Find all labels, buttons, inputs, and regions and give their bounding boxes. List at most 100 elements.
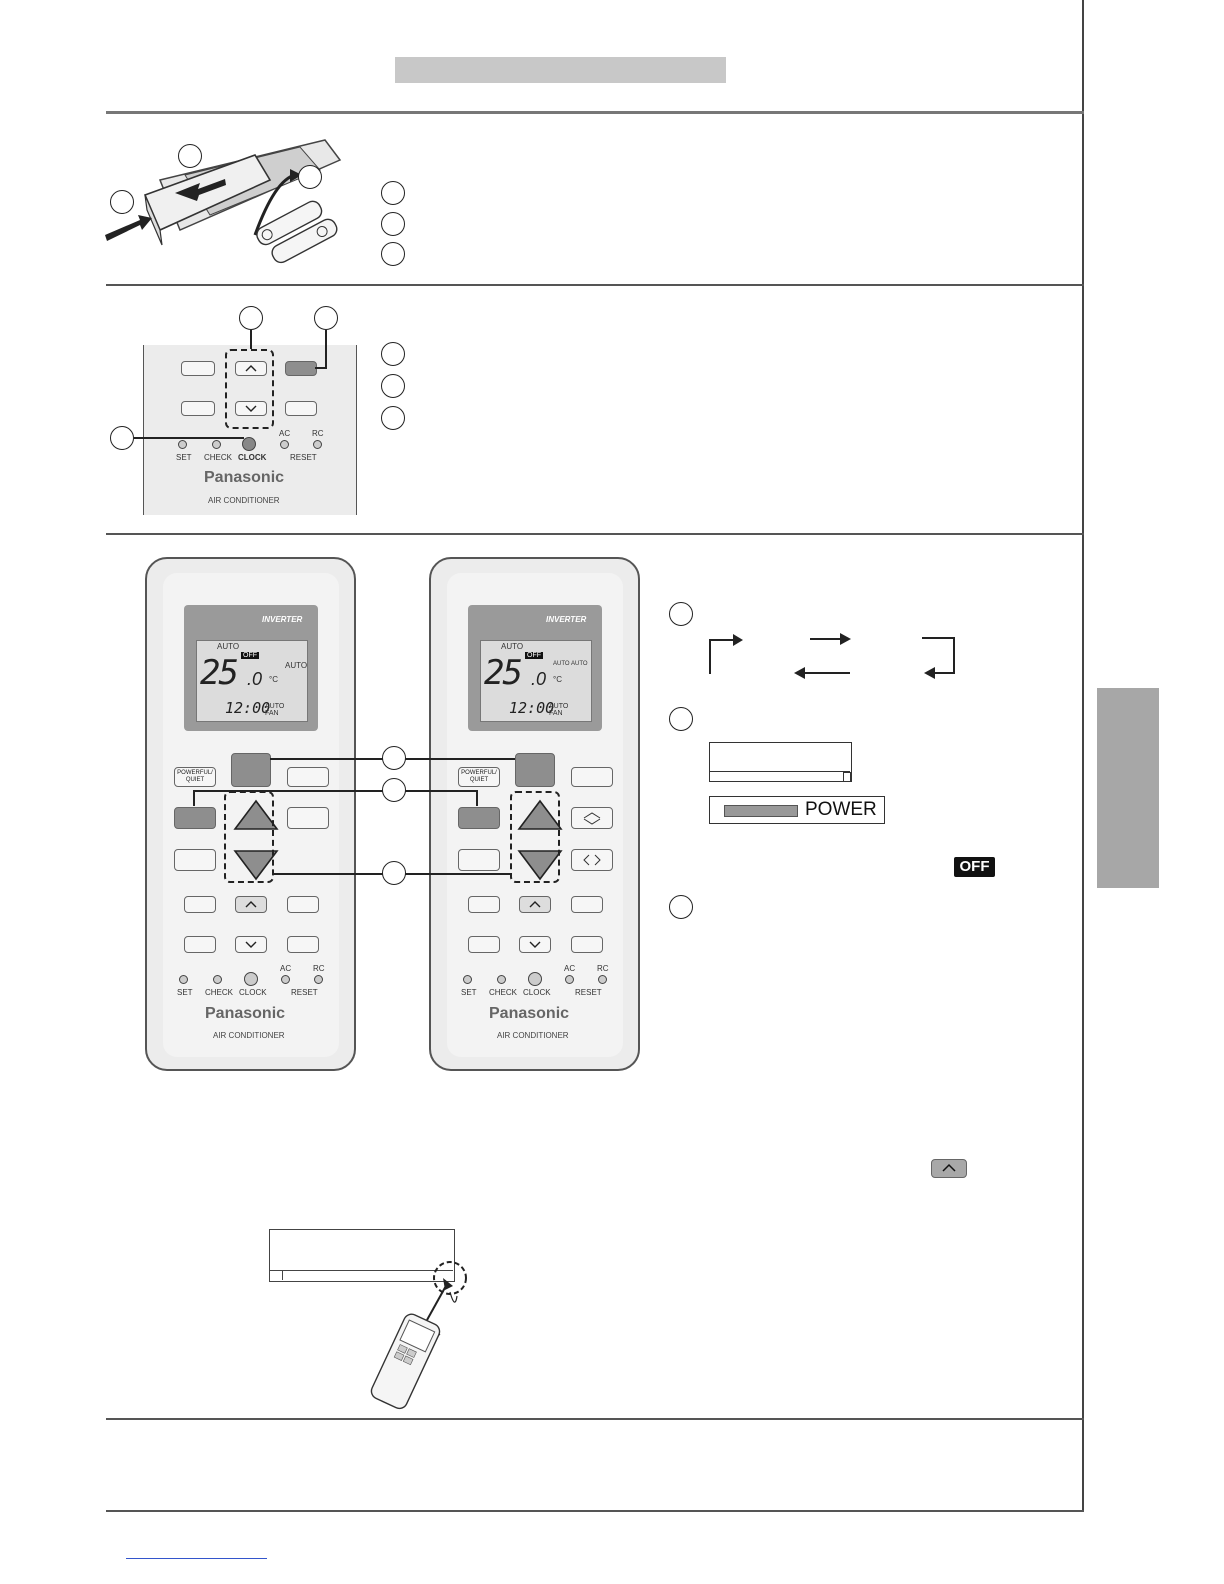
temp-arrows [233, 799, 279, 881]
timer-down-button[interactable] [519, 936, 551, 953]
powerful-quiet-button[interactable]: POWERFUL/ QUIET [174, 767, 216, 787]
set-button[interactable] [178, 440, 187, 449]
brand-subtitle: AIR CONDITIONER [208, 496, 280, 505]
highlight-temp-right [510, 791, 560, 883]
header-bar [395, 57, 726, 83]
triangle-up-icon[interactable] [233, 799, 279, 830]
power-indicator: POWER [709, 796, 885, 824]
lcd-screen: AUTO OFF 25 .0 °C AUTO 12:00 AUTO FAN [196, 640, 308, 722]
remote-button[interactable] [468, 936, 500, 953]
lcd-decimal: .0 [531, 669, 547, 689]
brand-subtitle: AIR CONDITIONER [213, 1031, 285, 1040]
highlight-up-down [225, 349, 274, 429]
powerful-quiet-label: POWERFUL/ QUIET [177, 770, 213, 783]
time-up-button[interactable] [235, 361, 267, 376]
callout-circle-b [314, 306, 338, 330]
set-button[interactable] [179, 975, 188, 984]
rc-label: RC [312, 429, 324, 438]
remote-button[interactable] [287, 936, 319, 953]
brand-logo: Panasonic [205, 1005, 286, 1022]
clock-button[interactable] [528, 972, 542, 986]
remote-button[interactable] [571, 767, 613, 787]
lcd-time: 12:00 [225, 699, 271, 717]
power-button[interactable] [231, 753, 271, 787]
ac-reset-button[interactable] [281, 975, 290, 984]
remote-button[interactable] [458, 849, 500, 871]
vertical-swing-button[interactable] [571, 807, 613, 829]
timer-up-button[interactable] [519, 896, 551, 913]
remote-button[interactable] [287, 767, 329, 787]
lcd-panel: INVERTER AUTO OFF 25 .0 °C AUTO AUTO 12:… [468, 605, 602, 731]
section-rule-top [106, 111, 1084, 114]
remote-button[interactable] [181, 401, 215, 416]
powerful-quiet-button[interactable]: POWERFUL/ QUIET [458, 767, 500, 787]
reset-label: RESET [291, 988, 318, 997]
horizontal-swing-button[interactable] [571, 849, 613, 871]
ac-label: AC [279, 429, 291, 438]
rc-reset-button[interactable] [314, 975, 323, 984]
power-button[interactable] [515, 753, 555, 787]
set-label: SET [176, 453, 192, 462]
callout-temp [382, 861, 406, 885]
step-circle-3c [669, 895, 693, 919]
lcd-off-badge: OFF [241, 652, 259, 659]
remote-button[interactable] [184, 896, 216, 913]
ac-reset-button[interactable] [565, 975, 574, 984]
battery-drawing [105, 139, 342, 264]
side-tab [1097, 688, 1159, 888]
set-time-button[interactable] [285, 361, 317, 376]
section-rule-3 [106, 1418, 1084, 1420]
lcd-temperature: 25 [484, 653, 523, 693]
remote-button[interactable] [174, 849, 216, 871]
triangle-down-icon[interactable] [517, 850, 563, 881]
indoor-unit-notch [282, 1270, 283, 1280]
lcd-off-badge: OFF [525, 652, 543, 659]
inline-up-button-icon [931, 1159, 967, 1178]
mode-button[interactable] [458, 807, 500, 829]
triangle-down-icon[interactable] [233, 850, 279, 881]
lcd-mode: AUTO [217, 642, 240, 651]
lcd-unit: °C [269, 675, 278, 684]
check-button[interactable] [497, 975, 506, 984]
check-label: CHECK [489, 988, 518, 997]
remote-button[interactable] [571, 896, 603, 913]
timer-down-button[interactable] [235, 936, 267, 953]
chevron-up-icon [245, 901, 257, 908]
check-button[interactable] [213, 975, 222, 984]
remote-button[interactable] [181, 361, 215, 376]
remote-control-left: INVERTER AUTO OFF 25 .0 °C AUTO 12:00 AU… [145, 557, 356, 1071]
chevron-down-icon [245, 405, 257, 412]
check-button[interactable] [212, 440, 221, 449]
brand-logo: Panasonic [489, 1005, 570, 1022]
highlight-temp-left [224, 791, 274, 883]
triangle-up-icon[interactable] [517, 799, 563, 830]
remote-button[interactable] [287, 896, 319, 913]
lcd-panel: INVERTER AUTO OFF 25 .0 °C AUTO 12:00 AU… [184, 605, 318, 731]
rc-label: RC [313, 964, 325, 973]
rc-reset-button[interactable] [313, 440, 322, 449]
off-badge: OFF [954, 857, 995, 877]
remote-control-right: INVERTER AUTO OFF 25 .0 °C AUTO AUTO 12:… [429, 557, 640, 1071]
set-label: SET [177, 988, 193, 997]
temp-arrows [517, 799, 563, 881]
clock-button[interactable] [244, 972, 258, 986]
remote-button[interactable] [184, 936, 216, 953]
clock-label: CLOCK [523, 988, 551, 997]
mode-button[interactable] [174, 807, 216, 829]
step-circle-2b [381, 374, 405, 398]
connector [325, 330, 327, 368]
check-label: CHECK [205, 988, 234, 997]
remote-button[interactable] [571, 936, 603, 953]
ac-reset-button[interactable] [280, 440, 289, 449]
remote-button[interactable] [468, 896, 500, 913]
clock-button[interactable] [242, 437, 256, 451]
timer-up-button[interactable] [235, 896, 267, 913]
remote-button[interactable] [285, 401, 317, 416]
set-label: SET [461, 988, 477, 997]
right-border [1082, 0, 1084, 1512]
ac-label: AC [564, 964, 576, 973]
time-down-button[interactable] [235, 401, 267, 416]
remote-button[interactable] [287, 807, 329, 829]
set-button[interactable] [463, 975, 472, 984]
rc-reset-button[interactable] [598, 975, 607, 984]
